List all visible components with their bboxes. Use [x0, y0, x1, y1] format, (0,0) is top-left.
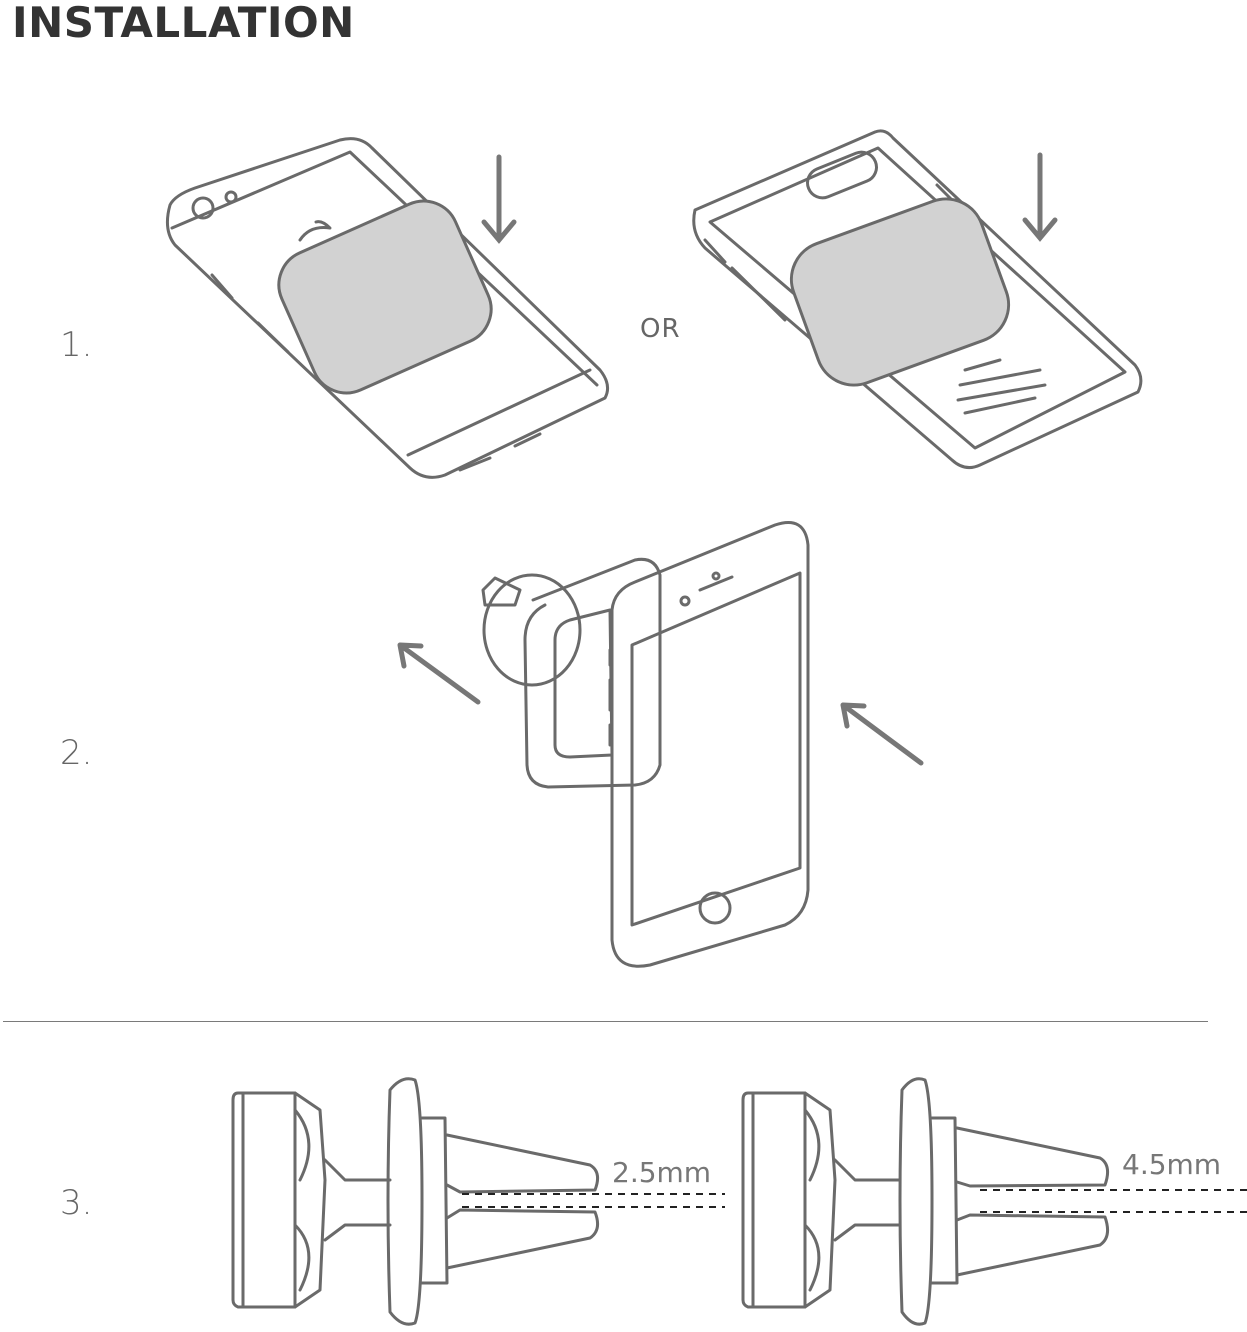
adhesive-plate: [277, 199, 493, 395]
phone-case-illustration: [692, 129, 1143, 470]
phone-front-illustration: [608, 521, 810, 968]
step-1-number: 1.: [60, 325, 93, 365]
phone-back-illustration: [165, 137, 610, 479]
down-arrow-icon: [481, 154, 517, 244]
left-arrow-icon: [397, 642, 481, 705]
gap-guide-small: [462, 1193, 725, 1208]
vent-clip-small: [231, 1077, 600, 1326]
vent-clip-large: [741, 1077, 1110, 1326]
gap-label-2-5mm: 2.5mm: [612, 1156, 712, 1189]
left-arrow-icon-2: [840, 702, 924, 766]
down-arrow-icon-2: [1022, 152, 1058, 242]
step-2-number: 2.: [60, 733, 93, 773]
gap-label-4-5mm: 4.5mm: [1122, 1148, 1222, 1181]
step-3-number: 3.: [60, 1183, 93, 1223]
page-title: INSTALLATION: [12, 0, 355, 47]
gap-guide-large: [980, 1189, 1247, 1213]
section-divider: [3, 1021, 1208, 1022]
adhesive-plate-case: [789, 197, 1011, 387]
or-label: OR: [640, 314, 681, 344]
